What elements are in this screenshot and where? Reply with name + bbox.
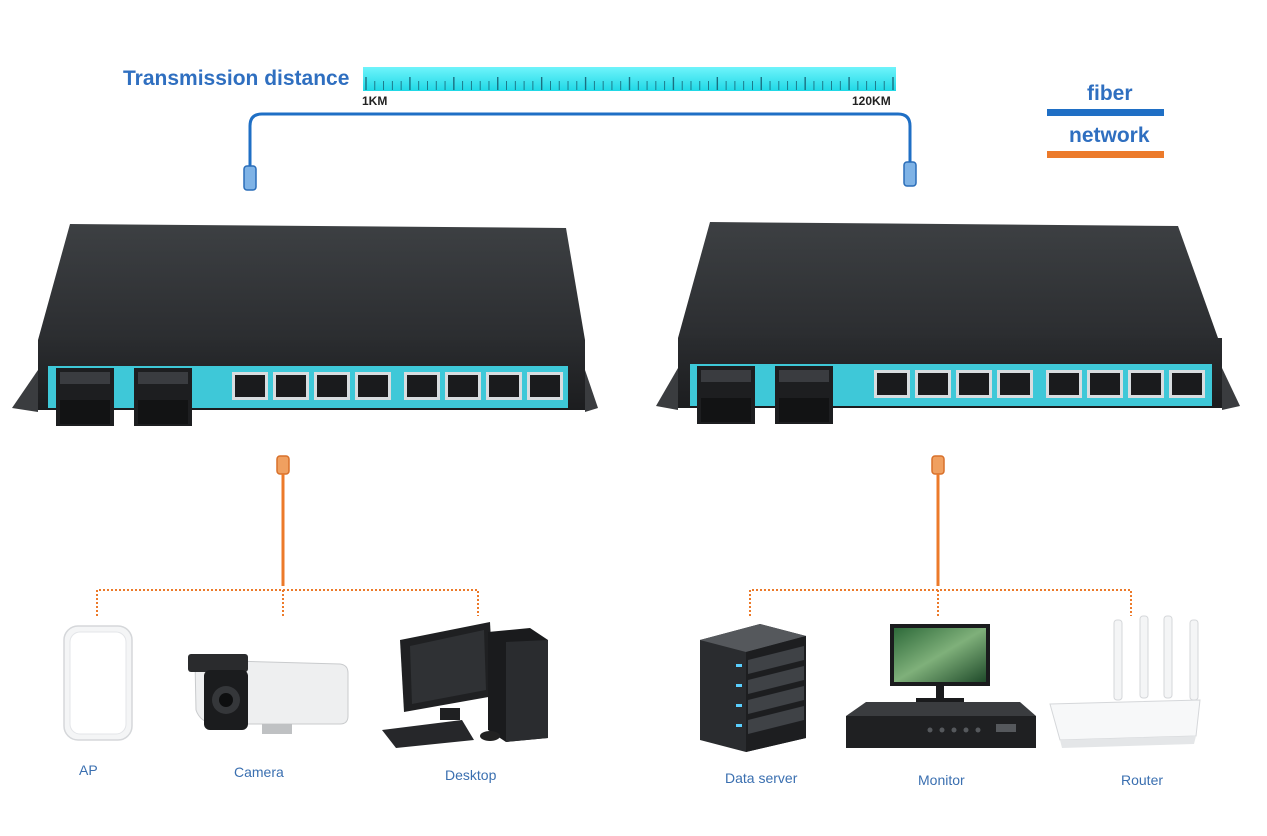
switch-left-fiber-ports xyxy=(56,368,192,426)
rj45-port-socket xyxy=(407,375,437,397)
fiber-connector-right xyxy=(903,161,917,187)
rj45-port-socket xyxy=(1000,373,1030,395)
legend-network-label: network xyxy=(1069,124,1150,147)
rj45-port-socket xyxy=(235,375,265,397)
rj45-port-socket xyxy=(877,373,907,395)
device-label-camera: Camera xyxy=(234,764,284,780)
fiber-connector-left xyxy=(243,165,257,191)
network-branch-left xyxy=(96,589,479,616)
camera-icon xyxy=(188,654,349,734)
switch-left-rj45-ports xyxy=(232,372,563,400)
network-tree-left xyxy=(96,455,479,616)
ruler-ticks xyxy=(365,77,894,90)
fiber-link xyxy=(243,112,917,191)
device-label-monitor: Monitor xyxy=(918,772,965,788)
ruler-max-label: 120KM xyxy=(852,94,891,108)
rj45-port-socket xyxy=(1172,373,1202,395)
device-label-ap: AP xyxy=(79,762,98,778)
switch-right-top xyxy=(678,222,1218,338)
router-icon xyxy=(1049,615,1201,748)
rj45-port-socket xyxy=(1131,373,1161,395)
monitor-nvr-icon xyxy=(846,624,1036,748)
rj45-port-socket xyxy=(317,375,347,397)
rj45-port-socket xyxy=(1090,373,1120,395)
switch-left-top xyxy=(38,224,585,340)
rj45-port-socket xyxy=(489,375,519,397)
switch-right xyxy=(656,222,1240,424)
legend-fiber-label: fiber xyxy=(1087,82,1133,105)
switch-right-fiber-ports xyxy=(697,366,833,424)
network-tree-right xyxy=(749,455,1132,616)
rj45-port-socket xyxy=(530,375,560,397)
rj45-port-socket xyxy=(358,375,388,397)
rj45-port-socket xyxy=(1049,373,1079,395)
network-connector-left xyxy=(276,455,290,475)
diagram-title: Transmission distance xyxy=(123,67,350,90)
legend-fiber-swatch xyxy=(1047,109,1164,116)
server-icon xyxy=(700,624,806,752)
network-branch-right xyxy=(749,589,1132,616)
desktop-icon xyxy=(382,622,548,748)
ruler-min-label: 1KM xyxy=(362,94,388,108)
rj45-port-socket xyxy=(276,375,306,397)
access-point-icon xyxy=(63,625,133,741)
device-label-data-server: Data server xyxy=(725,770,798,786)
switch-right-rj45-ports xyxy=(874,370,1205,398)
rj45-port-socket xyxy=(448,375,478,397)
network-connector-right xyxy=(931,455,945,475)
legend-network-swatch xyxy=(1047,151,1164,158)
device-label-desktop: Desktop xyxy=(445,767,497,783)
rj45-port-socket xyxy=(918,373,948,395)
fiber-cable xyxy=(248,112,912,172)
switch-left xyxy=(12,224,598,426)
distance-ruler xyxy=(363,67,896,91)
rj45-port-socket xyxy=(959,373,989,395)
device-label-router: Router xyxy=(1121,772,1164,788)
